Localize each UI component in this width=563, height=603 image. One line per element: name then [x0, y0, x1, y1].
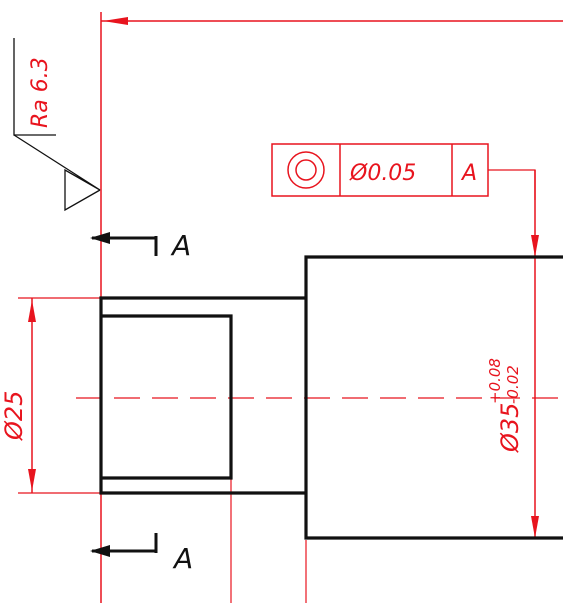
tolerance-datum: A	[460, 161, 477, 186]
dia25-label: Ø25	[0, 391, 28, 441]
dimension-lines	[18, 12, 563, 603]
dia25-arrow-bottom	[28, 469, 36, 491]
inner-bore-outline	[101, 314, 233, 480]
dia35-lower-tolerance: -0.02	[504, 365, 522, 404]
dia35-arrow-top	[531, 235, 539, 257]
concentricity-icon	[287, 151, 325, 189]
section-label-bottom: A	[172, 542, 193, 575]
dia35-upper-tolerance: +0.08	[486, 358, 504, 404]
tolerance-value: Ø0.05	[349, 161, 416, 186]
top-dimension-arrow	[103, 17, 128, 25]
tolerance-frame: Ø0.05 A	[271, 143, 536, 200]
section-label-top: A	[170, 229, 191, 262]
dia35-arrow-bottom	[531, 516, 539, 538]
roughness-label: Ra 6.3	[28, 57, 53, 128]
roughness-symbol: Ra 6.3	[13, 38, 101, 212]
section-marker-bottom: A	[90, 533, 193, 575]
section-arrow-top-head	[90, 232, 110, 244]
dia35-label: Ø35	[496, 403, 524, 453]
dia25-arrow-top	[28, 300, 36, 322]
tolerance-leader	[488, 169, 536, 200]
section-arrow-bottom-head	[90, 545, 110, 557]
dia35-label-group: Ø35 +0.08 -0.02	[486, 358, 524, 453]
roughness-triangle	[13, 134, 101, 212]
section-marker-top: A	[90, 229, 191, 262]
part-outline	[99, 255, 563, 540]
small-section-outline	[99, 296, 306, 495]
large-section-outline	[304, 255, 563, 540]
